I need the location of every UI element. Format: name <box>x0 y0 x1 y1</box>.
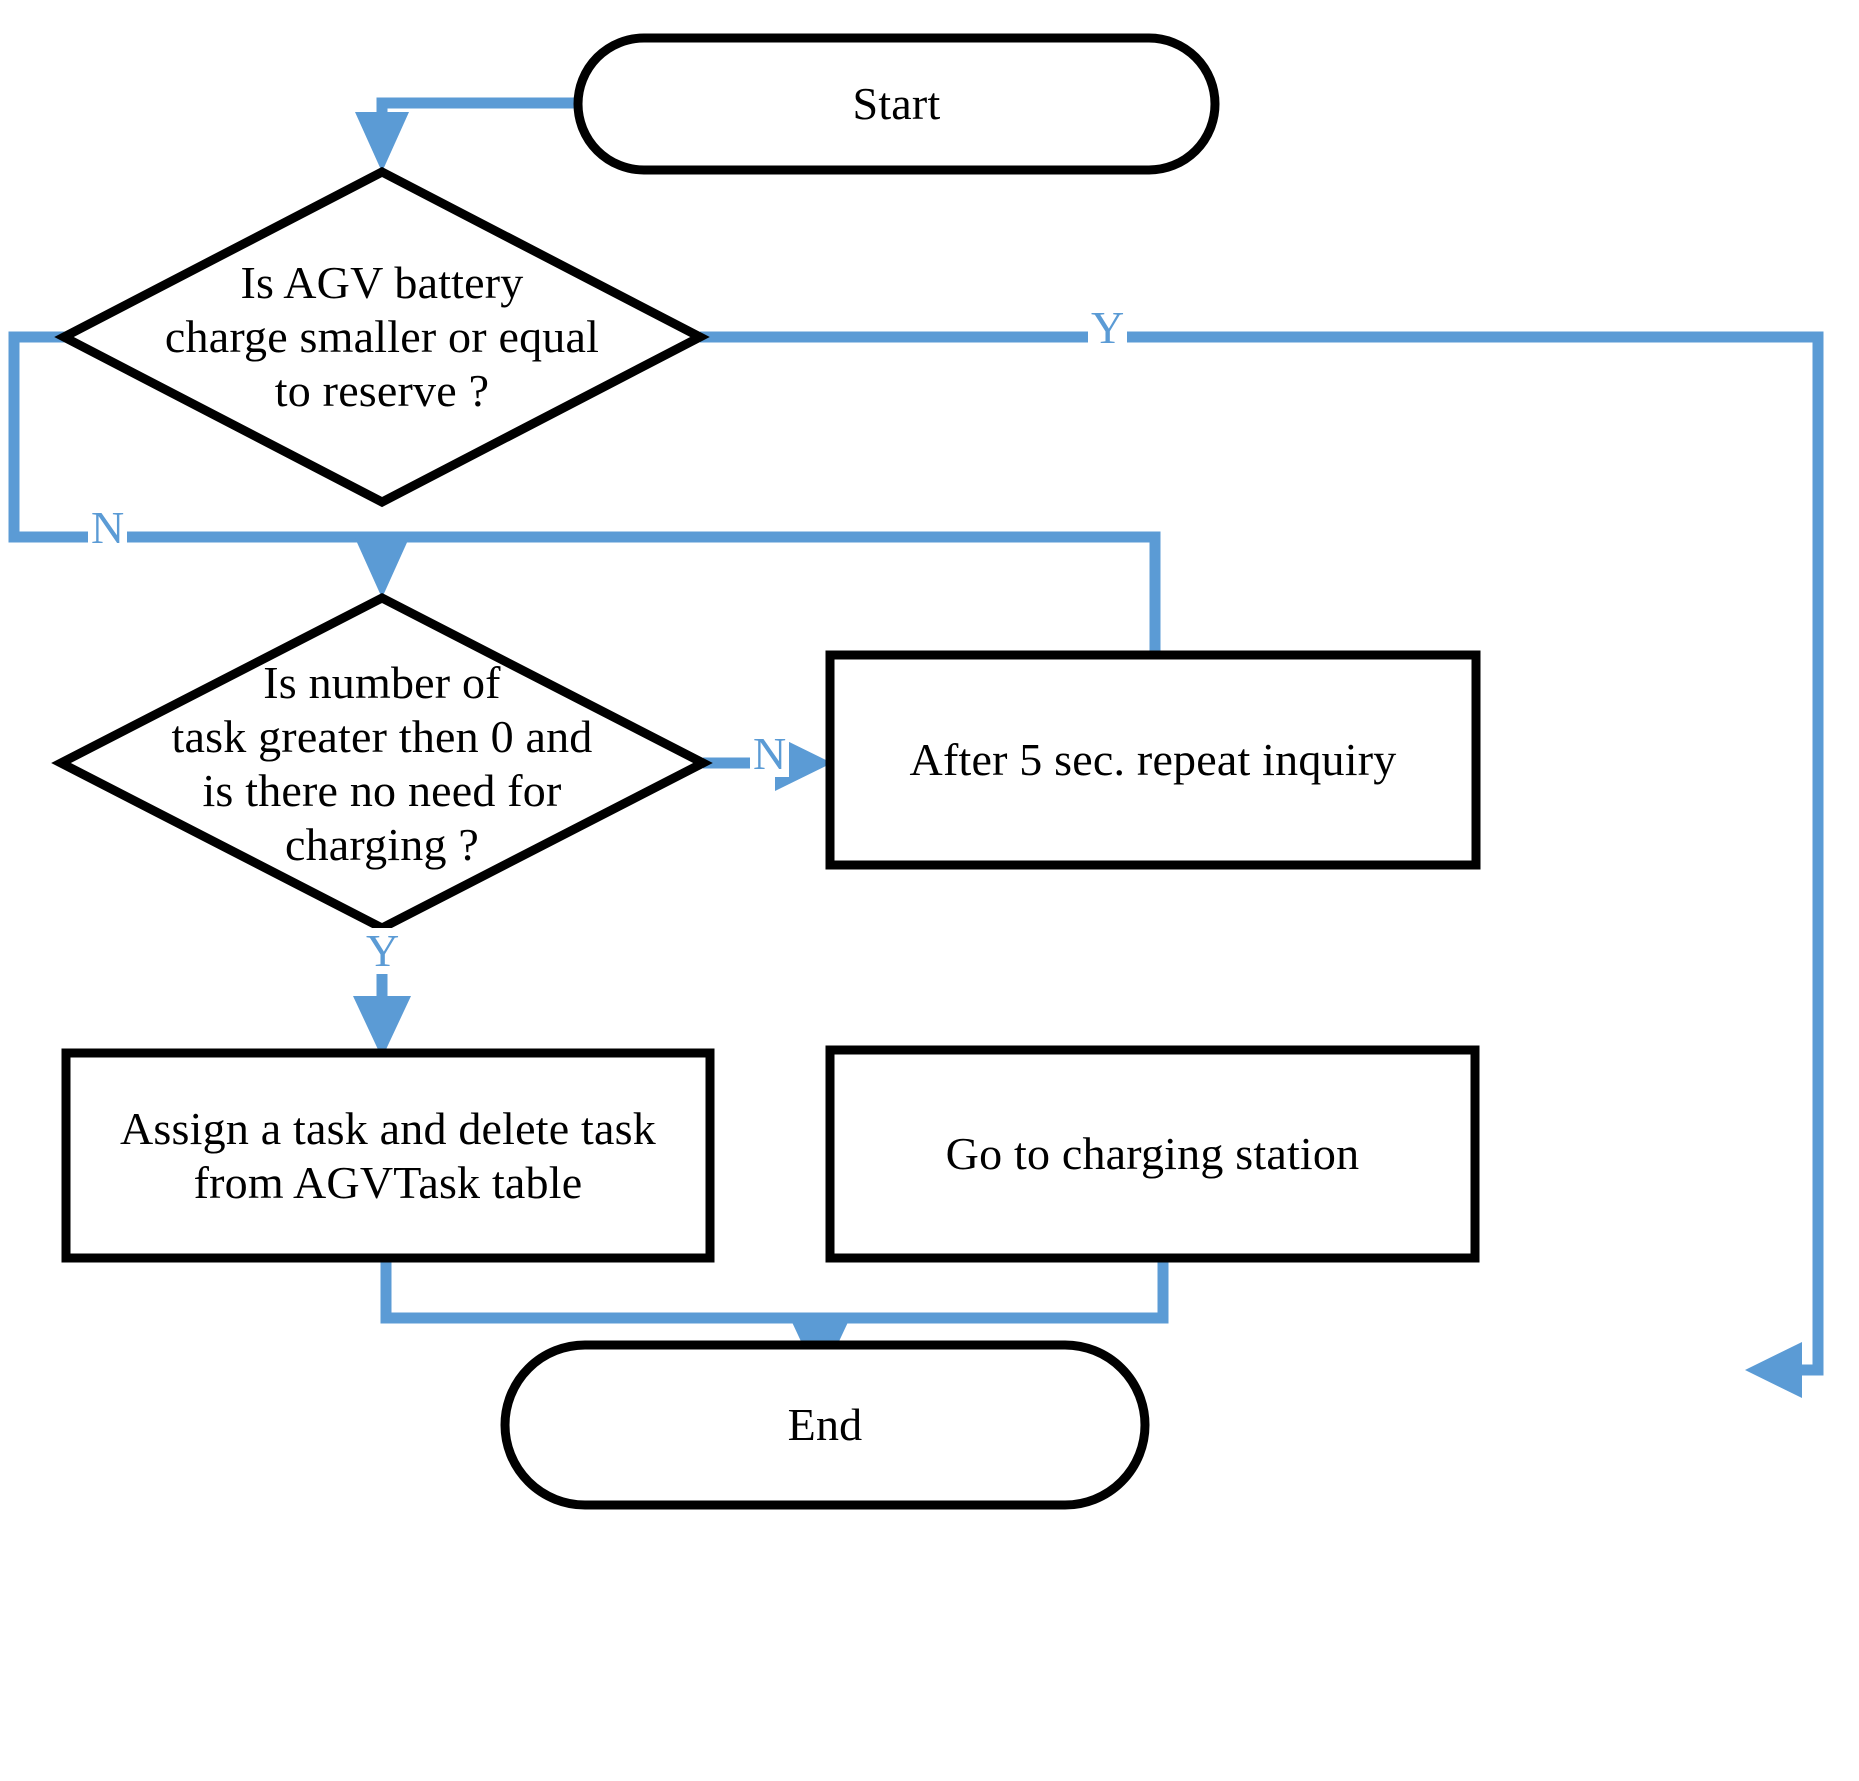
edge-charging-to-end-line <box>820 1258 1169 1324</box>
arrowhead-into-go-charging <box>1745 1342 1802 1398</box>
node-go-charging-shape[interactable] <box>825 1045 1480 1263</box>
arrowhead-into-repeat-inquiry <box>775 735 832 791</box>
node-decision-task-shape[interactable] <box>51 592 713 934</box>
arrowhead-into-assign-task <box>353 996 411 1058</box>
arrowhead-into-decision-battery <box>355 112 409 172</box>
node-repeat-inquiry-shape[interactable] <box>825 650 1481 870</box>
shape-layer <box>51 33 1481 1510</box>
arrowhead-layer <box>353 112 1802 1398</box>
node-start-shape[interactable] <box>573 33 1220 175</box>
node-assign-task-shape[interactable] <box>61 1048 715 1263</box>
edge-repeat-to-task-line <box>386 531 1161 655</box>
edge-assign-to-end-line <box>380 1258 820 1324</box>
node-decision-battery-shape[interactable] <box>54 166 710 508</box>
arrowhead-into-decision-task <box>355 538 409 598</box>
node-end-shape[interactable] <box>500 1340 1150 1510</box>
edge-start-to-battery-line <box>376 97 578 142</box>
